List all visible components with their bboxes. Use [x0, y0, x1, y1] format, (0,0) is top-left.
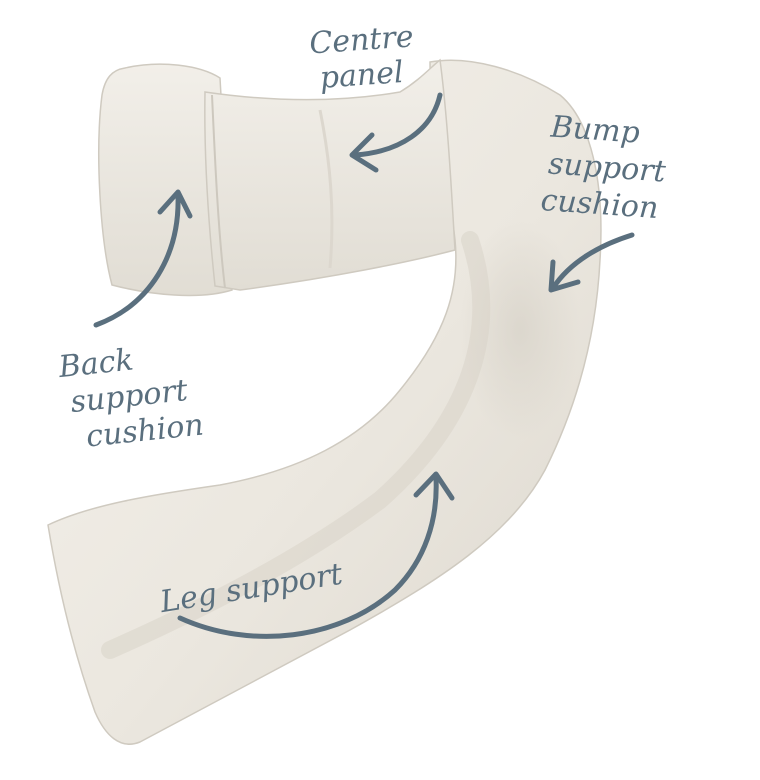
arrow-leg-support-head — [413, 471, 455, 501]
back-support-cushion — [98, 63, 233, 297]
arrow-back-support-head — [157, 189, 193, 219]
label-bump-support-line3: cushion — [540, 183, 660, 226]
label-bump-support-line2: support — [547, 146, 668, 189]
label-bump-support-line1: Bump — [549, 109, 641, 150]
arrow-bump-support — [550, 232, 635, 291]
arrow-back-support — [93, 192, 181, 328]
label-centre-panel-line2: panel — [319, 55, 405, 96]
arrow-leg-support — [177, 475, 439, 639]
label-centre-panel-line1: Centre — [308, 19, 414, 61]
seam-left — [211, 94, 226, 289]
seam-fold — [318, 109, 334, 269]
arrow-bump-support-head — [548, 259, 581, 293]
pillow-shade — [460, 220, 580, 440]
arrow-centre-panel — [352, 92, 443, 158]
label-bump-support: Bump support cushion — [540, 109, 679, 227]
label-back-support-line1: Back — [56, 342, 135, 385]
arrow-centre-panel-head — [349, 132, 379, 173]
pillow-body — [47, 59, 602, 745]
label-back-support: Back support cushion — [56, 336, 205, 457]
label-centre-panel: Centre panel — [308, 19, 426, 97]
